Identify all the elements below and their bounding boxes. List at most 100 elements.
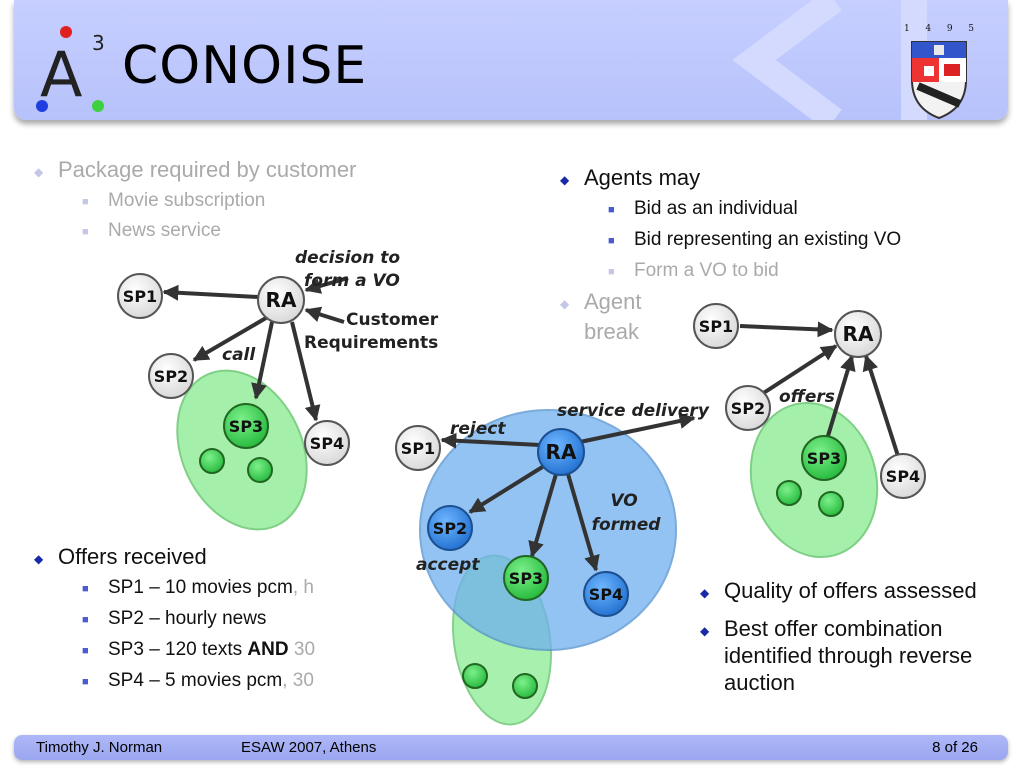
bullet-text: Agent [584, 289, 642, 314]
bullet-text: Offers received [58, 544, 207, 569]
sub-bullet-text: Movie subscription [108, 190, 266, 211]
call-label: call [222, 345, 256, 365]
sub-bullet-text: News service [108, 220, 221, 241]
diamond-bullet-icon: ◆ [34, 552, 44, 566]
offer-text: SP2 – hourly news [108, 608, 267, 629]
sp3-node [503, 555, 549, 601]
ra-label: RA [546, 440, 577, 464]
diamond-bullet-icon: ◆ [700, 624, 710, 638]
a3-logo-icon: A 3 [36, 26, 105, 112]
sp1-node [395, 425, 441, 471]
logo-superscript: 3 [92, 31, 105, 55]
sp2-label: SP2 [731, 399, 765, 418]
diamond-bullet-icon: ◆ [700, 586, 710, 600]
reject-label: reject [450, 419, 506, 439]
offer-text: SP1 – 10 movies pcm [108, 577, 293, 598]
diagram-1: SP1 RA SP2 SP3 SP4 decision to form a VO… [117, 248, 439, 531]
sp2-label: SP2 [154, 367, 188, 386]
offer-text-bold: AND [247, 639, 289, 660]
square-bullet-icon: ■ [82, 614, 89, 626]
diagram-2: SP1 RA SP2 SP3 SP4 reject service delive… [395, 401, 710, 726]
ra-label: RA [266, 288, 297, 312]
sp1-label: SP1 [401, 439, 435, 458]
sp1-label: SP1 [123, 287, 157, 306]
diamond-bullet-icon: ◆ [560, 173, 570, 187]
square-bullet-icon: ■ [82, 196, 89, 208]
ra-node [257, 276, 305, 324]
sp4-node [304, 420, 350, 466]
offer-text-faded: 30 [288, 639, 316, 660]
service-delivery-label: service delivery [557, 401, 710, 421]
page-title: CONOISE [122, 36, 368, 96]
sp4-label: SP4 [310, 434, 344, 453]
crest-digit: 5 [968, 24, 974, 34]
decision-label: form a VO [304, 271, 400, 291]
customer-label: Customer [346, 310, 439, 330]
sp3-label: SP3 [229, 417, 263, 436]
ra-node [537, 428, 585, 476]
agents-may-list: ◆ Agents may ■ Bid as an individual ■ Bid r… [560, 164, 901, 287]
bullet-text: break [584, 319, 640, 344]
bullet-text: Agents may [584, 165, 701, 190]
vo-group [176, 369, 308, 531]
sp3-label: SP3 [509, 569, 543, 588]
bullet-text: Best offer combination identified throug… [724, 616, 973, 695]
crest-digit: 9 [946, 24, 953, 34]
offers-received-list: ◆ Offers received ■ SP1 – 10 movies pcm, h… [34, 543, 315, 697]
slide-footer: Timothy J. Norman ESAW 2007, Athens 8 of… [14, 735, 1008, 760]
offers-label: offers [779, 387, 835, 407]
footer-event: ESAW 2007, Athens [241, 739, 377, 756]
offer-text-faded: , h [292, 577, 314, 598]
assessment-list: ◆ Quality of offers assessed ◆ Best offer … [700, 577, 1000, 696]
square-bullet-icon: ■ [82, 583, 89, 595]
sp4-node [583, 571, 629, 617]
formed-label: formed [592, 515, 662, 535]
sub-bullet-text: Bid as an individual [634, 198, 798, 219]
sp2-label: SP2 [433, 519, 467, 538]
square-bullet-icon: ■ [608, 235, 615, 247]
diamond-bullet-icon: ◆ [34, 165, 44, 179]
agents-partial-bullet: ◆ Agent break [560, 288, 642, 345]
offer-text: SP3 – 120 texts [108, 639, 248, 660]
square-bullet-icon: ■ [608, 204, 615, 216]
sp4-label: SP4 [589, 585, 623, 604]
sp1-label: SP1 [699, 317, 733, 336]
diamond-bullet-icon: ◆ [560, 297, 570, 311]
slide-header: A 3 CONOISE 1 4 9 5 [14, 0, 1008, 120]
offer-text-faded: , 30 [282, 670, 314, 691]
vo-label: VO [610, 491, 637, 511]
sub-bullet-text: Form a VO to bid [634, 260, 779, 281]
square-bullet-icon: ■ [82, 645, 89, 657]
sp3-node [801, 435, 847, 481]
requirements-label: Requirements [304, 333, 438, 353]
a3-logo: A 3 [34, 18, 124, 118]
crest-year: 1 4 9 5 [904, 24, 974, 34]
square-bullet-icon: ■ [608, 266, 615, 278]
crest-digit: 4 [925, 24, 932, 34]
sp1-node [117, 273, 163, 319]
sp3-node [223, 403, 269, 449]
logo-letter: A [40, 38, 82, 111]
ra-node [834, 310, 882, 358]
sub-bullet-text: Bid representing an existing VO [634, 229, 902, 250]
sp2-node [148, 353, 194, 399]
vo-group [749, 401, 879, 559]
accept-label: accept [416, 555, 480, 575]
sp2-node [427, 505, 473, 551]
ra-label: RA [843, 322, 874, 346]
sp2-node [725, 385, 771, 431]
university-crest: 1 4 9 5 [904, 24, 974, 120]
square-bullet-icon: ■ [82, 676, 89, 688]
footer-author: Timothy J. Norman [36, 739, 163, 756]
footer-page-number: 8 of 26 [932, 739, 978, 756]
sp1-node [693, 303, 739, 349]
decision-label: decision to [295, 248, 400, 268]
sp4-node [880, 453, 926, 499]
bullet-text: Package required by customer [58, 157, 357, 182]
bullet-text: Quality of offers assessed [724, 578, 977, 603]
sp3-label: SP3 [807, 449, 841, 468]
shield-icon [911, 41, 967, 120]
crest-digit: 1 [904, 24, 910, 34]
offer-text: SP4 – 5 movies pcm [108, 670, 283, 691]
